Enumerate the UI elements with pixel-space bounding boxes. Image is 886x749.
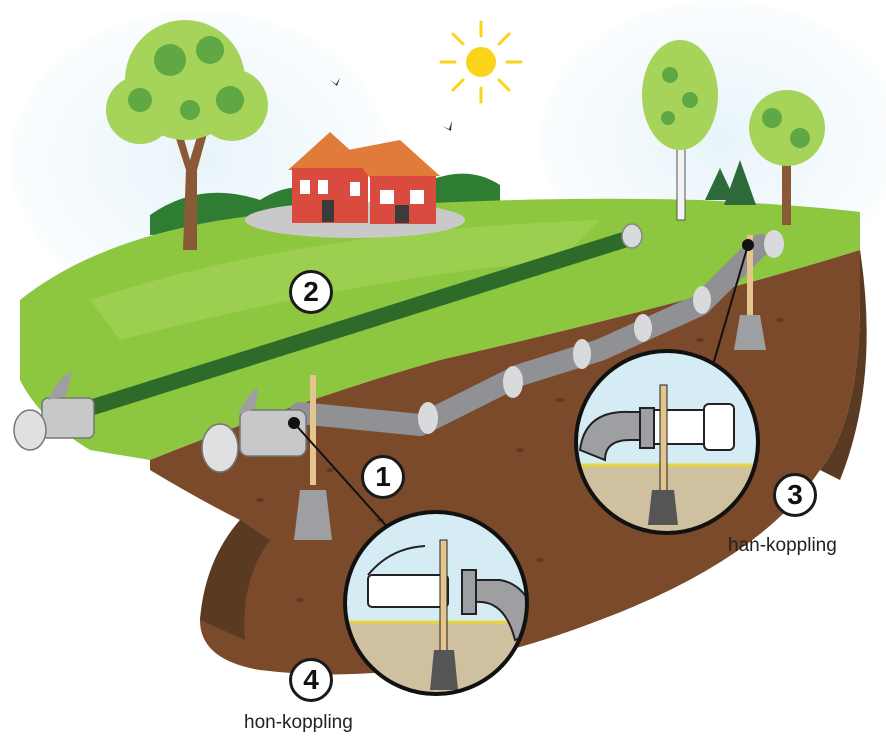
label-hon-koppling: hon-koppling (244, 712, 353, 733)
leader-line-3 (709, 244, 749, 376)
leader-dot-3 (742, 239, 754, 251)
label-han-koppling: han-koppling (728, 535, 837, 556)
coupling-icon (13, 372, 95, 451)
marker-1: 1 (361, 455, 405, 499)
soil-shadow (200, 520, 270, 640)
stand-icon (294, 375, 332, 540)
tree-icon (642, 40, 718, 221)
bush-right (430, 173, 500, 210)
grass-highlight (90, 220, 600, 340)
tree-icon (705, 168, 735, 200)
house-icon (288, 132, 440, 224)
pipe-icon (289, 230, 784, 436)
marker-3: 3 (773, 473, 817, 517)
bird-icon (442, 121, 452, 131)
bird-icon (330, 78, 340, 86)
sun-icon (439, 20, 523, 104)
tree-icon (106, 20, 268, 250)
marker-4: 4 (289, 658, 333, 702)
leader-dot-4 (288, 417, 300, 429)
pipe-icon (82, 223, 643, 416)
soil-edge (820, 250, 867, 480)
tree-icon (749, 90, 825, 225)
tree-icon (724, 160, 756, 205)
marker-2: 2 (289, 270, 333, 314)
leader-line-4 (293, 422, 391, 531)
stand-icon (734, 235, 766, 350)
